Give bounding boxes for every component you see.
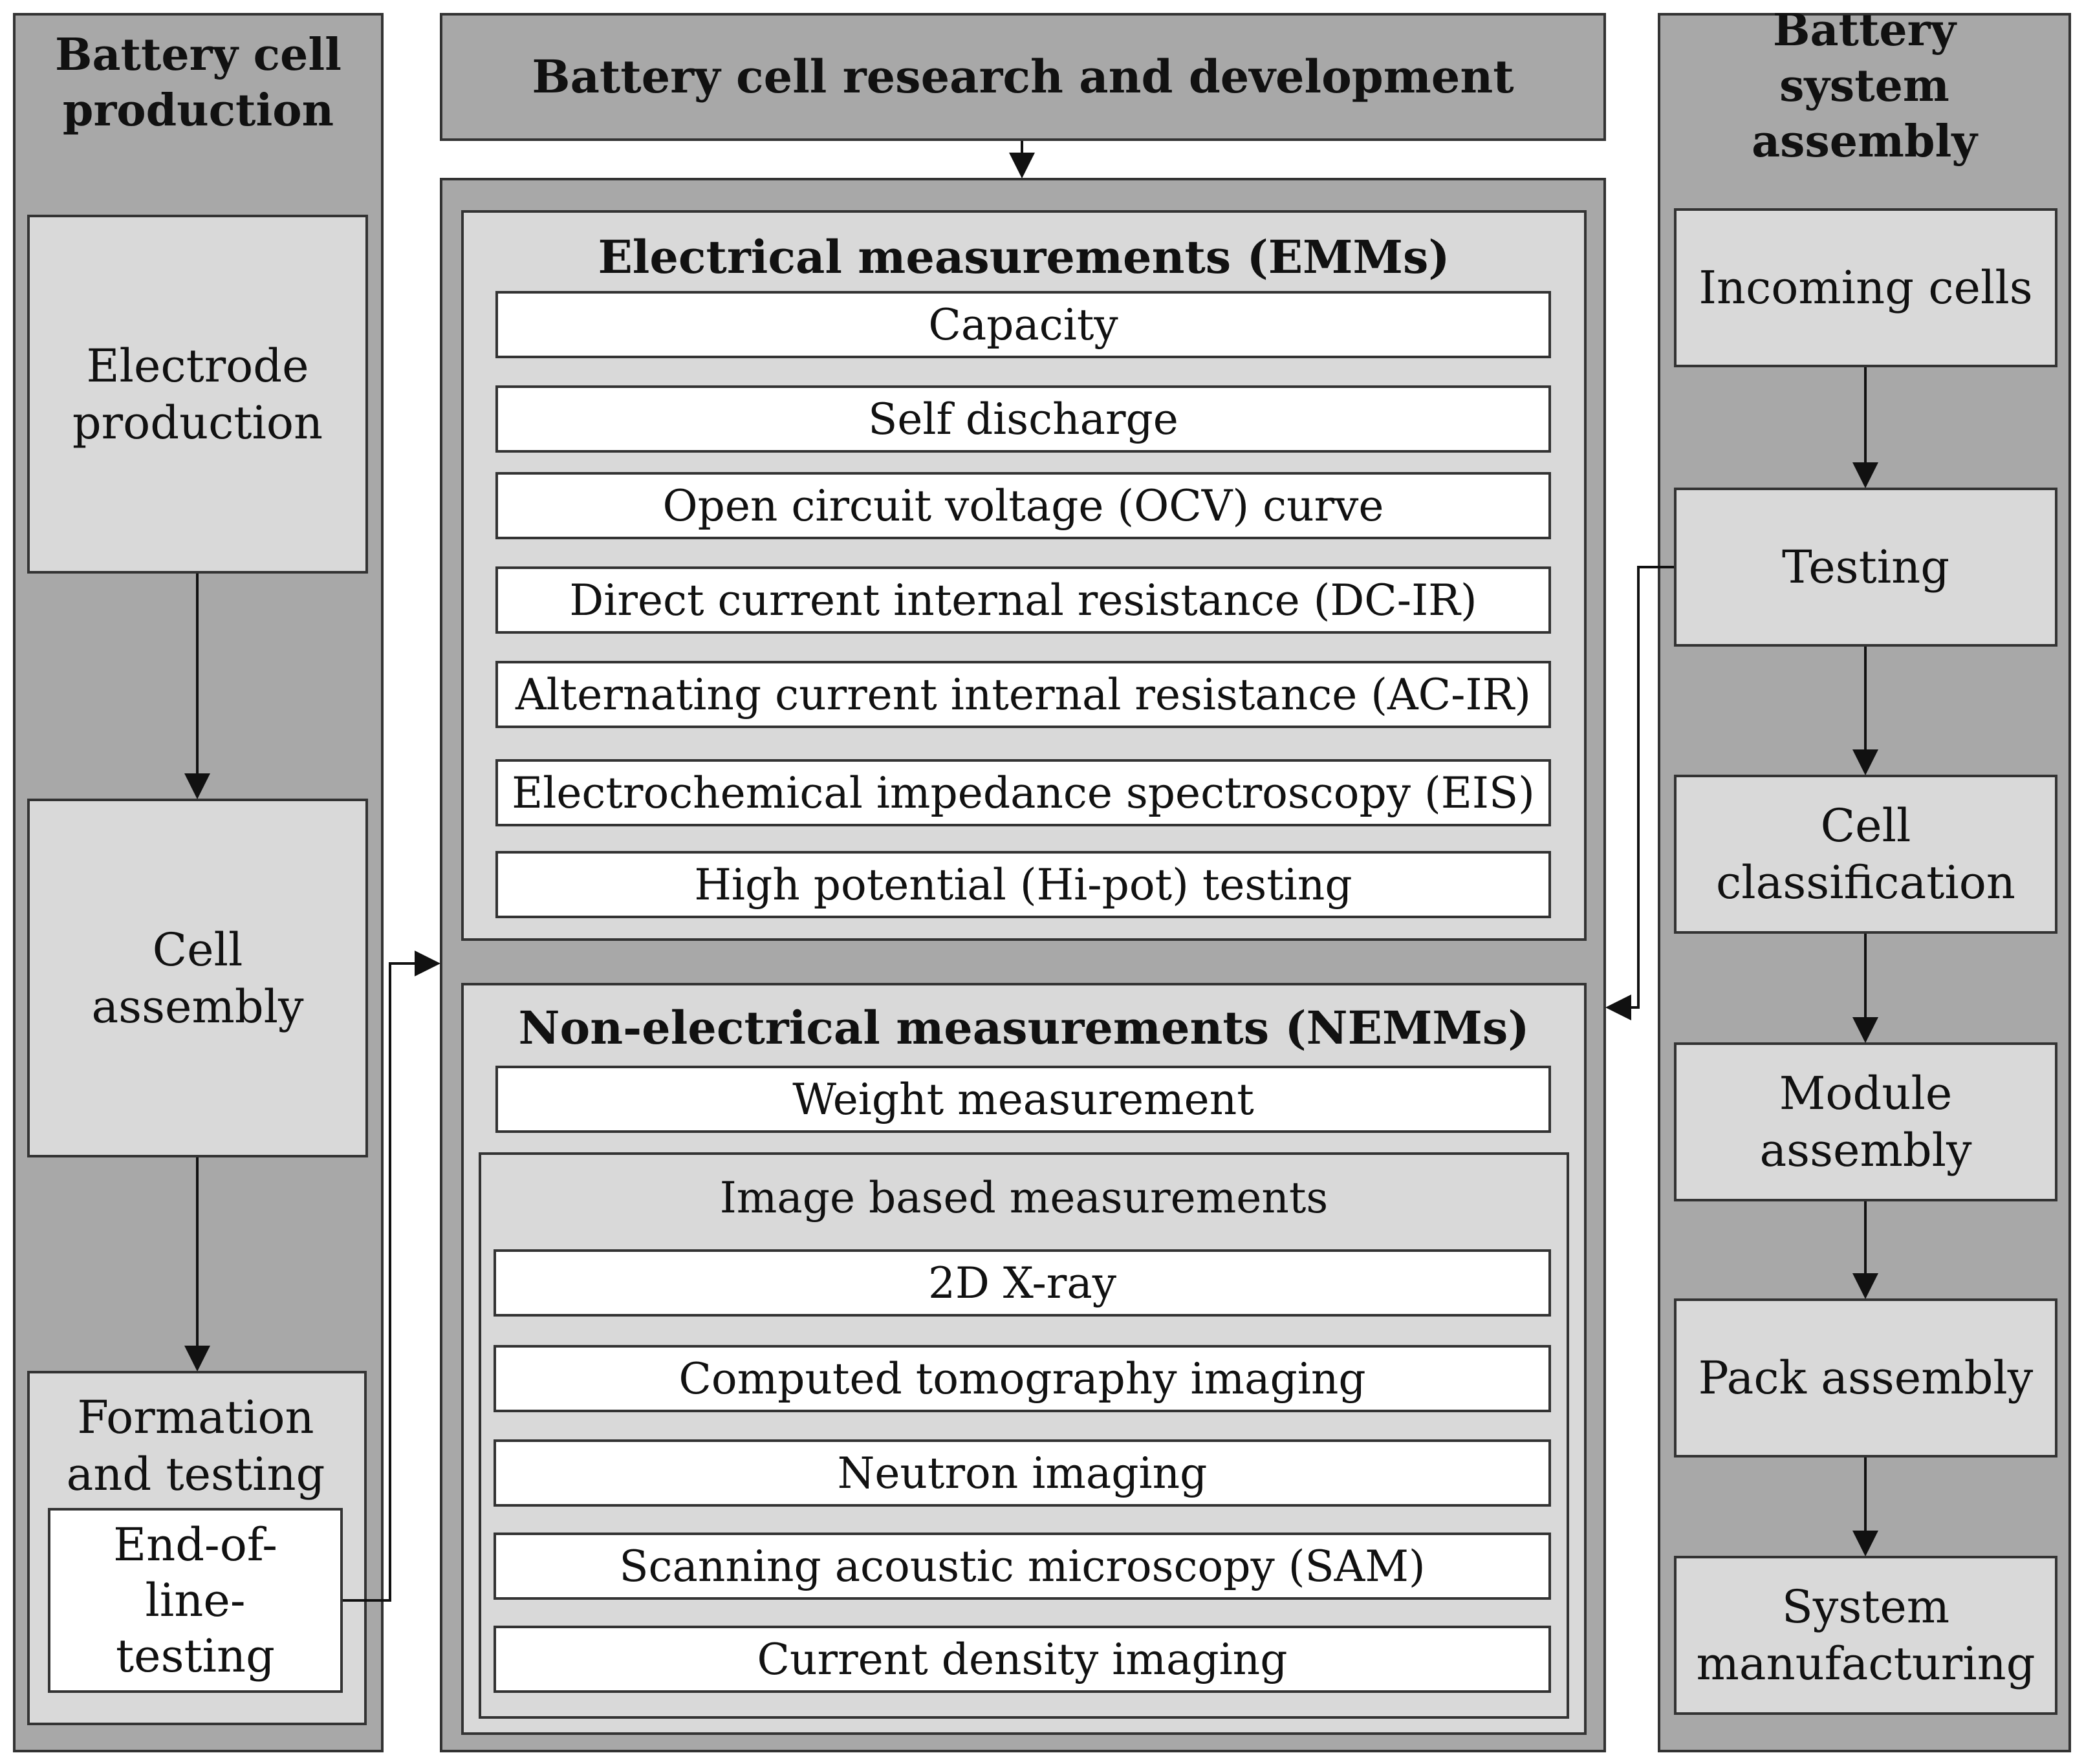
emm-item-self-discharge: Self discharge bbox=[495, 385, 1551, 453]
emm-item-capacity: Capacity bbox=[495, 291, 1551, 358]
step-testing: Testing bbox=[1674, 488, 2057, 647]
end-of-line-testing-box: End-of-line-testing bbox=[48, 1508, 343, 1693]
image-item-current-density: Current density imaging bbox=[494, 1626, 1551, 1693]
step-module-assembly: Module assembly bbox=[1674, 1042, 2057, 1201]
step-incoming-cells: Incoming cells bbox=[1674, 208, 2057, 367]
image-item-ct-imaging: Computed tomography imaging bbox=[494, 1345, 1551, 1412]
step-electrode-production: Electrode production bbox=[27, 215, 368, 574]
emm-item-ac-ir: Alternating current internal resistance … bbox=[495, 661, 1551, 728]
image-based-panel bbox=[479, 1152, 1569, 1719]
step-cell-assembly: Cell assembly bbox=[27, 799, 368, 1157]
image-based-title: Image based measurements bbox=[719, 1173, 1329, 1223]
nemm-item-weight: Weight measurement bbox=[495, 1066, 1551, 1133]
arrow-testing-to-research bbox=[1605, 566, 1674, 1020]
emm-item-dc-ir: Direct current internal resistance (DC-I… bbox=[495, 566, 1551, 634]
research-development-header: Battery cell research and development bbox=[440, 13, 1606, 141]
emm-title: Electrical measurements (EMMs) bbox=[598, 230, 1450, 284]
image-item-2d-xray: 2D X-ray bbox=[494, 1249, 1551, 1317]
emm-item-eis: Electrochemical impedance spectroscopy (… bbox=[495, 759, 1551, 826]
arrow-eol-to-research bbox=[343, 951, 440, 1602]
step-pack-assembly: Pack assembly bbox=[1674, 1298, 2057, 1457]
emm-item-ocv-curve: Open circuit voltage (OCV) curve bbox=[495, 472, 1551, 539]
formation-and-testing-label: Formation and testing bbox=[66, 1391, 325, 1501]
step-cell-classification: Cell classification bbox=[1674, 775, 2057, 934]
image-item-sam: Scanning acoustic microscopy (SAM) bbox=[494, 1533, 1551, 1600]
image-item-neutron-imaging: Neutron imaging bbox=[494, 1439, 1551, 1507]
cell-production-title: Battery cell production bbox=[55, 28, 342, 136]
emm-item-hi-pot: High potential (Hi-pot) testing bbox=[495, 851, 1551, 918]
nemm-title: Non-electrical measurements (NEMMs) bbox=[518, 1001, 1530, 1055]
step-system-manufacturing: System manufacturing bbox=[1674, 1556, 2057, 1715]
